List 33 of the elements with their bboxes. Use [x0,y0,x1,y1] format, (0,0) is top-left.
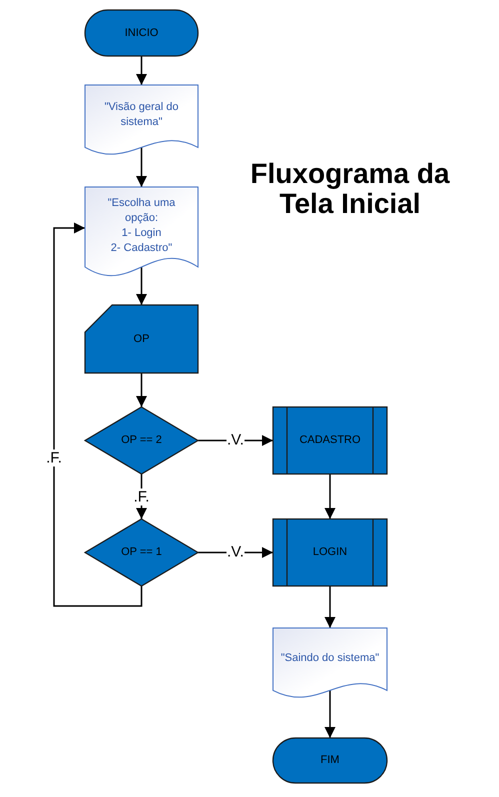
connector-arrow [324,586,336,628]
diagram-title: Fluxograma da Tela Inicial [249,159,451,219]
connector-arrow [53,222,142,607]
node-label: 2- Cadastro" [110,241,172,256]
connector-arrow [136,474,147,519]
terminal-pill [85,10,198,56]
manual-input-shape [85,305,198,373]
connector-arrow [198,547,273,558]
node-label: FIM [320,753,340,768]
predefined-process-box [273,519,387,586]
connector-arrow [198,435,273,446]
node-label: CADASTRO [299,433,361,448]
predefined-process-box [273,407,387,474]
connector-arrow [136,147,147,187]
decision-diamond [85,407,198,474]
connector-arrow [136,56,147,85]
node-label: "Escolha uma opção: [106,196,176,226]
node-label: "Saindo do sistema" [280,650,380,666]
terminal-pill [273,738,387,783]
connector-arrow [136,267,147,305]
connector-arrow [324,690,336,738]
node-label: OP == 1 [121,545,162,560]
connector-arrow [324,474,336,519]
node-label: "Visão geral do sistema" [103,100,180,130]
node-label: LOGIN [312,545,348,560]
node-label: 1- Login [122,226,162,241]
edge-label: .F. [45,450,63,466]
decision-diamond [85,519,198,586]
edge-label: .F. [132,488,150,506]
connector-arrow [136,373,147,407]
node-label: OP [134,332,150,346]
node-label: OP == 2 [121,433,162,448]
node-label: INICIO [124,26,158,40]
